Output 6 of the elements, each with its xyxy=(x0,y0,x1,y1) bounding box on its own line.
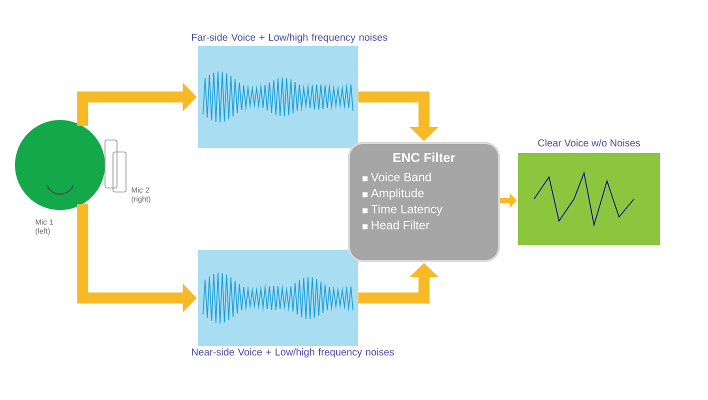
output-box: Clear Voice w/o Noises xyxy=(518,139,660,245)
node-label: Clear Voice w/o Noises xyxy=(538,139,640,146)
head-drawing xyxy=(15,120,105,210)
filter-box: ENC Filter Voice Band Amplitude Time Latency Head Filter xyxy=(348,142,500,262)
box-heading: Far-side Voice + Low/high frequency noises xyxy=(192,33,388,43)
box-heading: Near-side Voice + Low/high frequency noises xyxy=(192,348,394,358)
